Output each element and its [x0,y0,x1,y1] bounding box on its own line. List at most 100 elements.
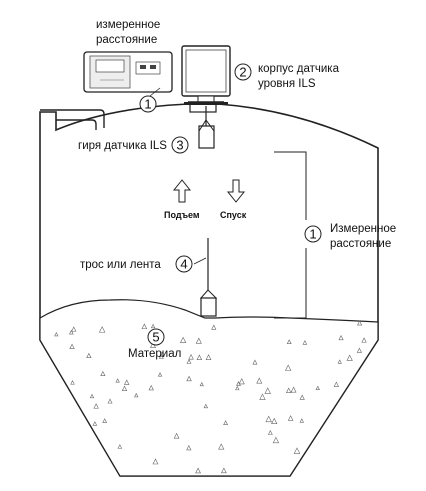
svg-text:2: 2 [239,65,246,80]
speckle-mark [71,326,77,332]
svg-text:4: 4 [180,257,187,272]
speckle-mark [285,387,292,393]
speckle-mark [102,418,108,423]
speckle-mark [150,323,156,329]
speckle-mark [299,394,305,400]
speckle-mark [196,354,203,361]
speckle-mark [205,354,212,360]
speckle-mark [285,364,292,371]
sensor-weight [198,106,215,149]
speckle-mark [286,339,292,344]
speckle-mark [89,393,95,399]
up-arrow-icon [172,179,192,203]
speckle-mark [293,447,301,454]
speckle-mark [302,340,308,345]
speckle-mark [98,326,106,333]
speckle-mark [299,418,304,423]
speckle-mark [54,331,59,337]
down-label: Спуск [220,210,247,220]
distance-bracket [274,151,307,319]
speckle-mark [356,347,362,353]
material-label: Материал [128,348,181,360]
speckle-mark [287,415,294,421]
speckle-mark [223,420,229,426]
speckle-mark [179,336,187,344]
speckle-mark [337,359,342,364]
speckle-mark [117,444,123,449]
speckle-mark [158,353,164,359]
speckle-mark [69,329,74,335]
speckle-mark [195,337,202,344]
mount-nozzle [189,103,217,113]
sensor-housing [181,45,231,105]
marker-weight [171,136,189,154]
speckle-mark [100,370,106,377]
speckle-mark [221,467,227,474]
speckle-mark [203,403,209,409]
inlet-pipe [40,109,105,128]
speckle-mark [361,337,367,343]
speckle-mark [157,372,163,377]
up-label: Подъем [164,210,200,220]
speckle-mark [121,385,128,391]
speckle-mark [338,334,344,341]
distance-label-line1: Измеренное [330,223,396,235]
speckle-mark [211,324,217,330]
speckle-mark [70,380,75,385]
svg-text:1: 1 [309,227,316,242]
speckle-mark [252,359,258,365]
speckle-mark [235,385,240,391]
svg-text:5: 5 [152,330,159,345]
marker-display [139,95,157,113]
speckle-mark [86,352,92,359]
speckle-mark [141,323,148,330]
speckle-mark [264,387,271,394]
housing-label-line1: корпус датчика [258,63,340,75]
material-pile [39,299,379,477]
cable-label: трос или лента [80,259,161,271]
speckle-mark [107,398,113,404]
speckle-mark [271,417,278,424]
speckle-mark [346,354,353,361]
speckle-mark [186,375,192,382]
marker-distance [304,225,322,243]
down-arrow-icon [226,179,246,203]
speckle-mark [315,385,320,391]
speckle-mark [148,384,154,391]
speckle-mark [199,381,204,387]
marker-material [147,328,165,346]
display-label-line1: измеренное [96,19,160,31]
svg-text:3: 3 [176,138,183,153]
speckle-mark [272,436,280,444]
speckle-mark [186,444,192,451]
speckle-mark [256,377,263,384]
speckle-mark [333,381,340,387]
speckle-mark [238,378,245,385]
display-unit [83,51,173,93]
speckle-mark [259,393,266,400]
speckle-mark [124,379,130,385]
display-label-line2: расстояние [96,34,157,46]
marker-housing [234,63,252,81]
speckle-mark [92,421,98,426]
distance-label-line2: расстояние [330,238,391,250]
speckle-mark [195,467,201,474]
speckle-mark [173,432,180,439]
speckle-mark [188,353,194,360]
speckle-mark [69,343,75,349]
weight-label: гиря датчика ILS [78,140,167,152]
speckle-mark [186,359,192,364]
speckle-mark [267,429,273,435]
speckle-mark [265,415,272,423]
speckle-mark [134,392,139,398]
speckle-mark [115,378,120,383]
marker-cable [175,255,193,273]
speckle-mark [290,386,297,393]
speckle-mark [152,458,159,465]
housing-label-line2: уровня ILS [258,78,316,90]
speckle-mark [218,443,225,450]
lower-weight [199,289,218,317]
svg-text:1: 1 [144,97,151,112]
speckle-mark [93,403,99,409]
